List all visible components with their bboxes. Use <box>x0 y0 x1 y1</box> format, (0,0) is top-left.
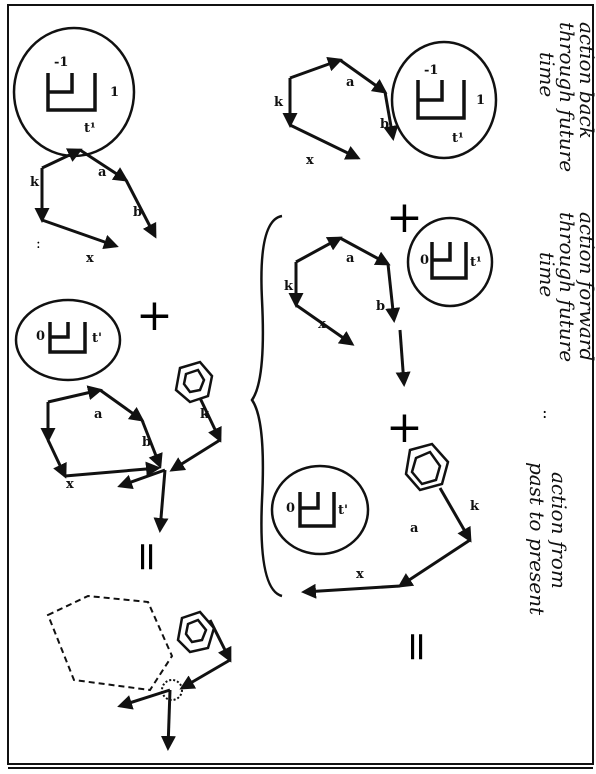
operator-top-label: 0 <box>36 329 45 344</box>
dashed-hexagon-bottom-left <box>46 594 174 692</box>
label-b: b <box>376 299 385 314</box>
label-a: a <box>98 165 107 180</box>
equals-sign: = <box>124 540 170 574</box>
colon-separator: : <box>542 403 547 422</box>
spiral-glyph-bottom-left <box>176 610 216 654</box>
svg-text:time: time <box>535 252 559 297</box>
operator-top-label: 0 <box>420 253 429 268</box>
vector-path-mid-right <box>288 236 411 387</box>
vector-path-mid-left <box>40 385 222 533</box>
operator-bottom-label: t¹ <box>470 255 482 270</box>
vector-path-top-left <box>34 148 157 250</box>
spiral-glyph-mid-left <box>174 360 214 404</box>
label-b: b <box>380 117 389 132</box>
plus-sign: + <box>386 402 423 453</box>
caption-action-forward: action forward through future time <box>535 212 596 362</box>
operator-bottom-label: t¹ <box>84 121 96 136</box>
label-x: x <box>306 153 314 168</box>
label-x: x <box>86 251 94 266</box>
operator-circle-mid-right: 0 t¹ <box>406 216 494 308</box>
vector-path-top-right <box>282 57 399 160</box>
svg-text:time: time <box>535 52 559 97</box>
label-b: b <box>142 435 151 450</box>
operator-top-label: 0 <box>286 501 295 516</box>
plus-sign: + <box>136 290 173 341</box>
label-a: a <box>346 251 355 266</box>
label-k: k <box>284 279 294 294</box>
operator-circle-top-left: -1 t¹ 1 <box>12 26 136 158</box>
operator-bottom-label: t' <box>338 503 348 518</box>
svg-text:past to present: past to present <box>525 462 549 616</box>
svg-text:action back: action back <box>575 22 596 139</box>
curly-brace <box>250 214 283 598</box>
label-k: k <box>200 407 210 422</box>
label-x: x <box>318 317 326 332</box>
caption-action-present: action from past to present <box>525 462 571 616</box>
equals-sign: = <box>394 630 440 664</box>
label-a: a <box>94 407 103 422</box>
vector-path-bottom-left <box>117 619 232 751</box>
operator-circle-top-right: -1 t¹ 1 <box>390 40 498 160</box>
operator-bottom-label: t¹ <box>452 131 464 146</box>
caption-action-back: action back through future time <box>535 22 596 172</box>
operator-circle-bottom-right: 0 t' <box>270 464 370 556</box>
label-b: b <box>133 205 142 220</box>
label-x: x <box>356 567 364 582</box>
label-k: k <box>470 499 480 514</box>
label-a: a <box>410 521 419 536</box>
label-k: k <box>30 175 40 190</box>
label-a: a <box>346 75 355 90</box>
operator-circle-top-mid: 0 t' <box>14 298 122 382</box>
label-x: x <box>66 477 74 492</box>
operator-top-label: -1 <box>424 63 438 78</box>
colon-separator: : <box>36 236 41 252</box>
spiral-glyph-bottom-right <box>404 442 450 492</box>
svg-text:action from: action from <box>547 472 571 589</box>
junction-node <box>161 679 183 701</box>
operator-bottom-label: t' <box>92 331 102 346</box>
operator-front-label: 1 <box>476 93 485 108</box>
label-k: k <box>274 95 284 110</box>
figure-border <box>7 4 594 765</box>
svg-text:through future: through future <box>555 212 579 362</box>
vector-path-bottom-right <box>301 487 472 599</box>
svg-text:action forward: action forward <box>575 212 596 361</box>
svg-text:through future: through future <box>555 22 579 172</box>
operator-top-label: -1 <box>54 55 68 70</box>
operator-front-label: 1 <box>110 85 119 100</box>
